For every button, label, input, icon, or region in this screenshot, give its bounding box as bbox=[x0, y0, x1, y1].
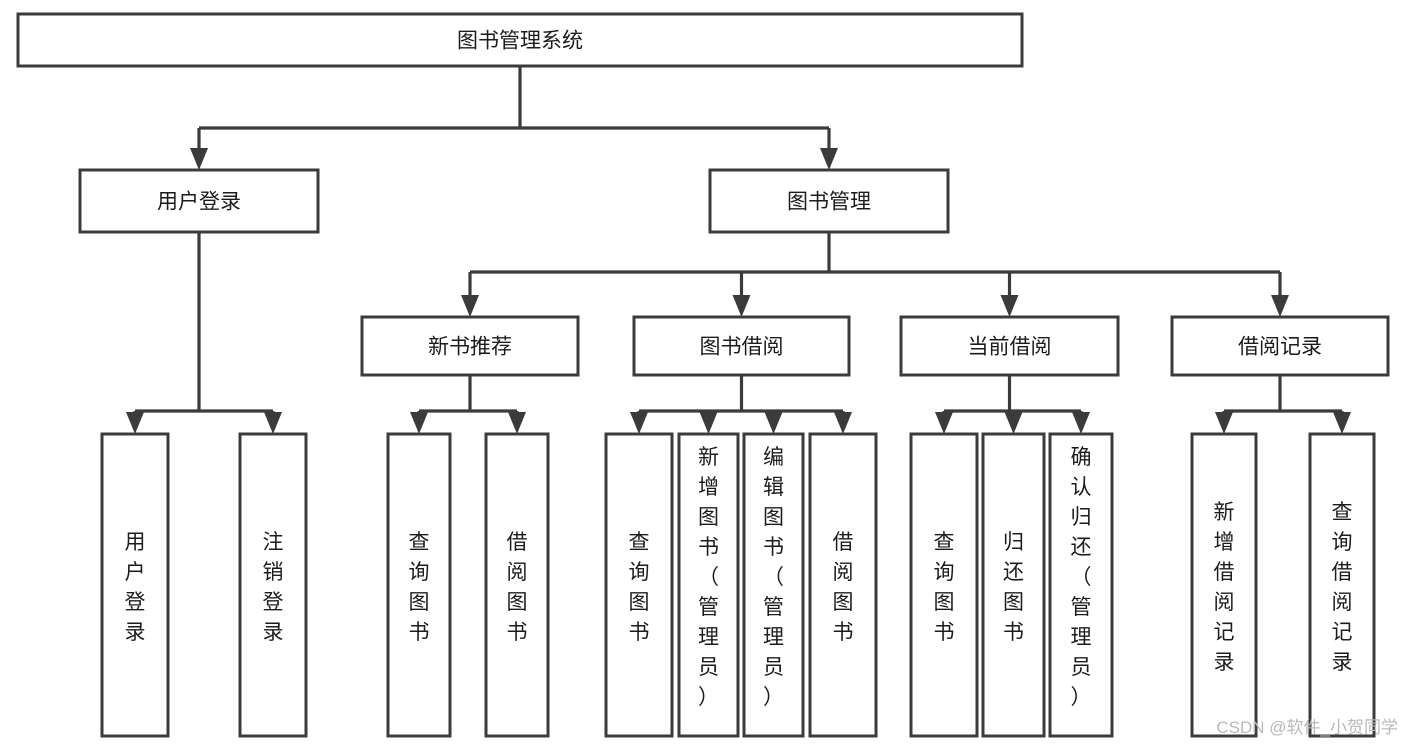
node-label: 用户登录 bbox=[125, 531, 146, 644]
node-leaf-8[interactable]: 查询图书 bbox=[909, 432, 979, 738]
node-level3-2[interactable]: 当前借阅 bbox=[899, 315, 1120, 377]
node-label: 注销登录 bbox=[263, 531, 284, 644]
connector-root-to-level2 bbox=[190, 66, 838, 170]
connector-用户登录-to-leaves bbox=[126, 232, 282, 434]
node-box[interactable] bbox=[484, 432, 550, 738]
node-label: 新增借阅记录 bbox=[1214, 501, 1235, 674]
node-box[interactable] bbox=[632, 315, 851, 377]
node-leaf-9[interactable]: 归还图书 bbox=[981, 432, 1046, 738]
node-label: 查询图书 bbox=[629, 531, 650, 644]
node-leaf-7[interactable]: 借阅图书 bbox=[808, 432, 878, 738]
node-label: 图书管理 bbox=[787, 191, 871, 214]
node-box[interactable] bbox=[899, 315, 1120, 377]
node-box[interactable] bbox=[386, 432, 452, 738]
arrow-head-icon bbox=[508, 412, 526, 434]
arrow-head-icon bbox=[461, 295, 479, 317]
node-box[interactable] bbox=[78, 168, 320, 234]
arrow-head-icon bbox=[764, 412, 783, 434]
node-box[interactable] bbox=[360, 315, 580, 377]
arrow-head-icon bbox=[820, 148, 838, 170]
node-label: 查询借阅记录 bbox=[1332, 501, 1353, 674]
node-leaf-6[interactable]: 编辑图书（管理员） bbox=[742, 432, 805, 738]
connector-图书借阅-to-leaves bbox=[630, 375, 852, 434]
node-leaf-10[interactable]: 确认归还（管理员） bbox=[1048, 432, 1114, 738]
node-label: 用户登录 bbox=[157, 191, 241, 214]
arrow-head-icon bbox=[1271, 295, 1289, 317]
arrow-head-icon bbox=[1072, 412, 1090, 434]
arrow-head-icon bbox=[190, 148, 208, 170]
node-label: 借阅记录 bbox=[1238, 336, 1322, 359]
node-label: 借阅图书 bbox=[833, 531, 854, 644]
node-level2-1[interactable]: 图书管理 bbox=[708, 168, 950, 234]
node-box[interactable] bbox=[808, 432, 878, 738]
node-box[interactable] bbox=[1308, 432, 1376, 738]
node-leaf-1[interactable]: 注销登录 bbox=[238, 432, 308, 738]
arrow-head-icon bbox=[1215, 412, 1233, 434]
arrow-head-icon bbox=[126, 412, 144, 434]
node-leaf-11[interactable]: 新增借阅记录 bbox=[1190, 432, 1258, 738]
node-box[interactable] bbox=[100, 432, 170, 738]
node-label: 新增图书（管理员） bbox=[698, 446, 719, 709]
csdn-watermark: CSDN @软件_小贺同学 bbox=[1216, 718, 1398, 737]
node-label: 查询图书 bbox=[934, 531, 955, 644]
node-label: 查询图书 bbox=[409, 531, 430, 644]
node-root-0[interactable]: 图书管理系统 bbox=[16, 12, 1024, 68]
node-box[interactable] bbox=[1170, 315, 1390, 377]
node-label: 归还图书 bbox=[1003, 531, 1024, 644]
node-label: 借阅图书 bbox=[507, 531, 528, 644]
node-label: 编辑图书（管理员） bbox=[763, 446, 784, 709]
node-leaf-5[interactable]: 新增图书（管理员） bbox=[677, 432, 740, 738]
node-box[interactable] bbox=[677, 432, 740, 738]
arrow-head-icon bbox=[630, 412, 648, 434]
connector-bookmgmt-to-level3 bbox=[461, 232, 1289, 317]
node-box[interactable] bbox=[1190, 432, 1258, 738]
node-box[interactable] bbox=[238, 432, 308, 738]
arrow-head-icon bbox=[264, 412, 282, 434]
node-box[interactable] bbox=[742, 432, 805, 738]
arrow-head-icon bbox=[1000, 295, 1019, 317]
node-box[interactable] bbox=[604, 432, 674, 738]
node-leaf-0[interactable]: 用户登录 bbox=[100, 432, 170, 738]
arrow-head-icon bbox=[1333, 412, 1351, 434]
node-box[interactable] bbox=[16, 12, 1024, 68]
node-leaf-4[interactable]: 查询图书 bbox=[604, 432, 674, 738]
node-label: 当前借阅 bbox=[968, 336, 1052, 359]
connector-新书推荐-to-leaves bbox=[410, 375, 526, 434]
node-box[interactable] bbox=[1048, 432, 1114, 738]
arrow-head-icon bbox=[732, 295, 751, 317]
node-label: 图书借阅 bbox=[700, 336, 784, 359]
node-box[interactable] bbox=[708, 168, 950, 234]
arrow-head-icon bbox=[410, 412, 428, 434]
node-label: 图书管理系统 bbox=[457, 30, 583, 53]
node-leaf-12[interactable]: 查询借阅记录 bbox=[1308, 432, 1376, 738]
node-box[interactable] bbox=[909, 432, 979, 738]
node-level3-1[interactable]: 图书借阅 bbox=[632, 315, 851, 377]
node-label: 新书推荐 bbox=[428, 336, 512, 359]
arrow-head-icon bbox=[834, 412, 852, 434]
connector-借阅记录-to-leaves bbox=[1215, 375, 1351, 434]
node-layer: 图书管理系统用户登录图书管理新书推荐图书借阅当前借阅借阅记录用户登录注销登录查询… bbox=[16, 12, 1390, 738]
node-level2-0[interactable]: 用户登录 bbox=[78, 168, 320, 234]
node-level3-3[interactable]: 借阅记录 bbox=[1170, 315, 1390, 377]
node-leaf-3[interactable]: 借阅图书 bbox=[484, 432, 550, 738]
arrow-head-icon bbox=[1004, 412, 1023, 434]
node-label: 确认归还（管理员） bbox=[1071, 446, 1092, 709]
node-box[interactable] bbox=[981, 432, 1046, 738]
arrow-head-icon bbox=[935, 412, 953, 434]
arrow-head-icon bbox=[699, 412, 718, 434]
node-level3-0[interactable]: 新书推荐 bbox=[360, 315, 580, 377]
connector-layer bbox=[126, 66, 1351, 434]
node-leaf-2[interactable]: 查询图书 bbox=[386, 432, 452, 738]
connector-当前借阅-to-leaves bbox=[935, 375, 1090, 434]
